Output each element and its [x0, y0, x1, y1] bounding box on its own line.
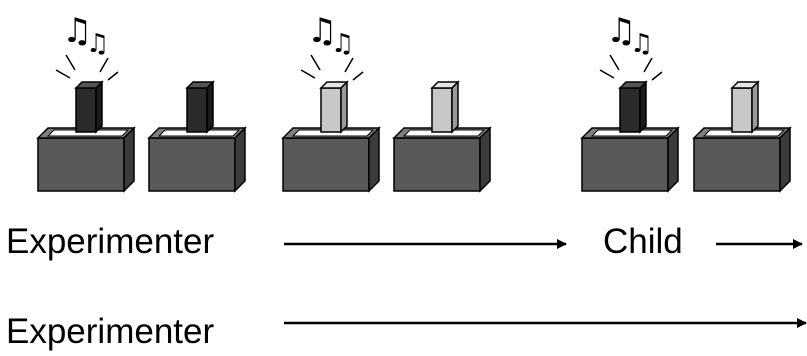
base-slot [702, 129, 786, 137]
base-front [581, 137, 669, 192]
base-side [779, 126, 791, 193]
music-note-icon: ♫ [630, 29, 653, 59]
sound-line [609, 54, 620, 71]
box-1: ♫♫ [36, 11, 136, 193]
sound-line [55, 69, 71, 79]
music-note-icon: ♫ [606, 11, 636, 51]
sound-line [599, 69, 615, 79]
base-side [123, 126, 135, 193]
block-side [639, 80, 647, 134]
music-note-icon: ♫ [86, 29, 109, 59]
base-slot [46, 129, 130, 137]
sound-line [643, 57, 653, 73]
box-3: ♫♫ [281, 11, 381, 193]
base-slot [402, 129, 486, 137]
block-front [75, 87, 97, 133]
base-front [37, 137, 125, 192]
base-side [479, 126, 491, 193]
music-note-icon: ♫ [307, 11, 337, 51]
block-front [731, 87, 753, 133]
box-5: ♫♫ [580, 11, 680, 193]
sound-line [310, 54, 321, 71]
music-note-icon: ♫ [331, 29, 354, 59]
base-slot [157, 129, 241, 137]
sound-line [651, 71, 663, 81]
base-front [693, 137, 781, 192]
box-4 [392, 80, 492, 193]
base-front [393, 137, 481, 192]
experimenter-label-row2: Experimenter [6, 312, 214, 351]
sound-line [352, 71, 364, 81]
block-side [95, 80, 103, 134]
block-front [186, 87, 208, 133]
base-side [234, 126, 246, 193]
base-slot [291, 129, 375, 137]
block-side [206, 80, 214, 134]
box-2 [147, 80, 247, 193]
block-front [431, 87, 453, 133]
experimenter-label-row1: Experimenter [6, 222, 214, 261]
music-note-icon: ♫ [62, 11, 92, 51]
base-slot [590, 129, 674, 137]
box-sequence: ♫♫♫♫♫♫ [36, 11, 792, 193]
base-front [148, 137, 236, 192]
block-side [340, 80, 348, 134]
sound-line [300, 69, 316, 79]
sound-line [107, 71, 119, 81]
block-front [619, 87, 641, 133]
block-front [320, 87, 342, 133]
block-side [451, 80, 459, 134]
sound-line [344, 57, 354, 73]
sound-line [65, 54, 76, 71]
child-label: Child [603, 222, 683, 261]
base-side [667, 126, 679, 193]
box-6 [692, 80, 792, 193]
base-front [282, 137, 370, 192]
block-side [751, 80, 759, 134]
base-side [368, 126, 380, 193]
sound-line [99, 57, 109, 73]
